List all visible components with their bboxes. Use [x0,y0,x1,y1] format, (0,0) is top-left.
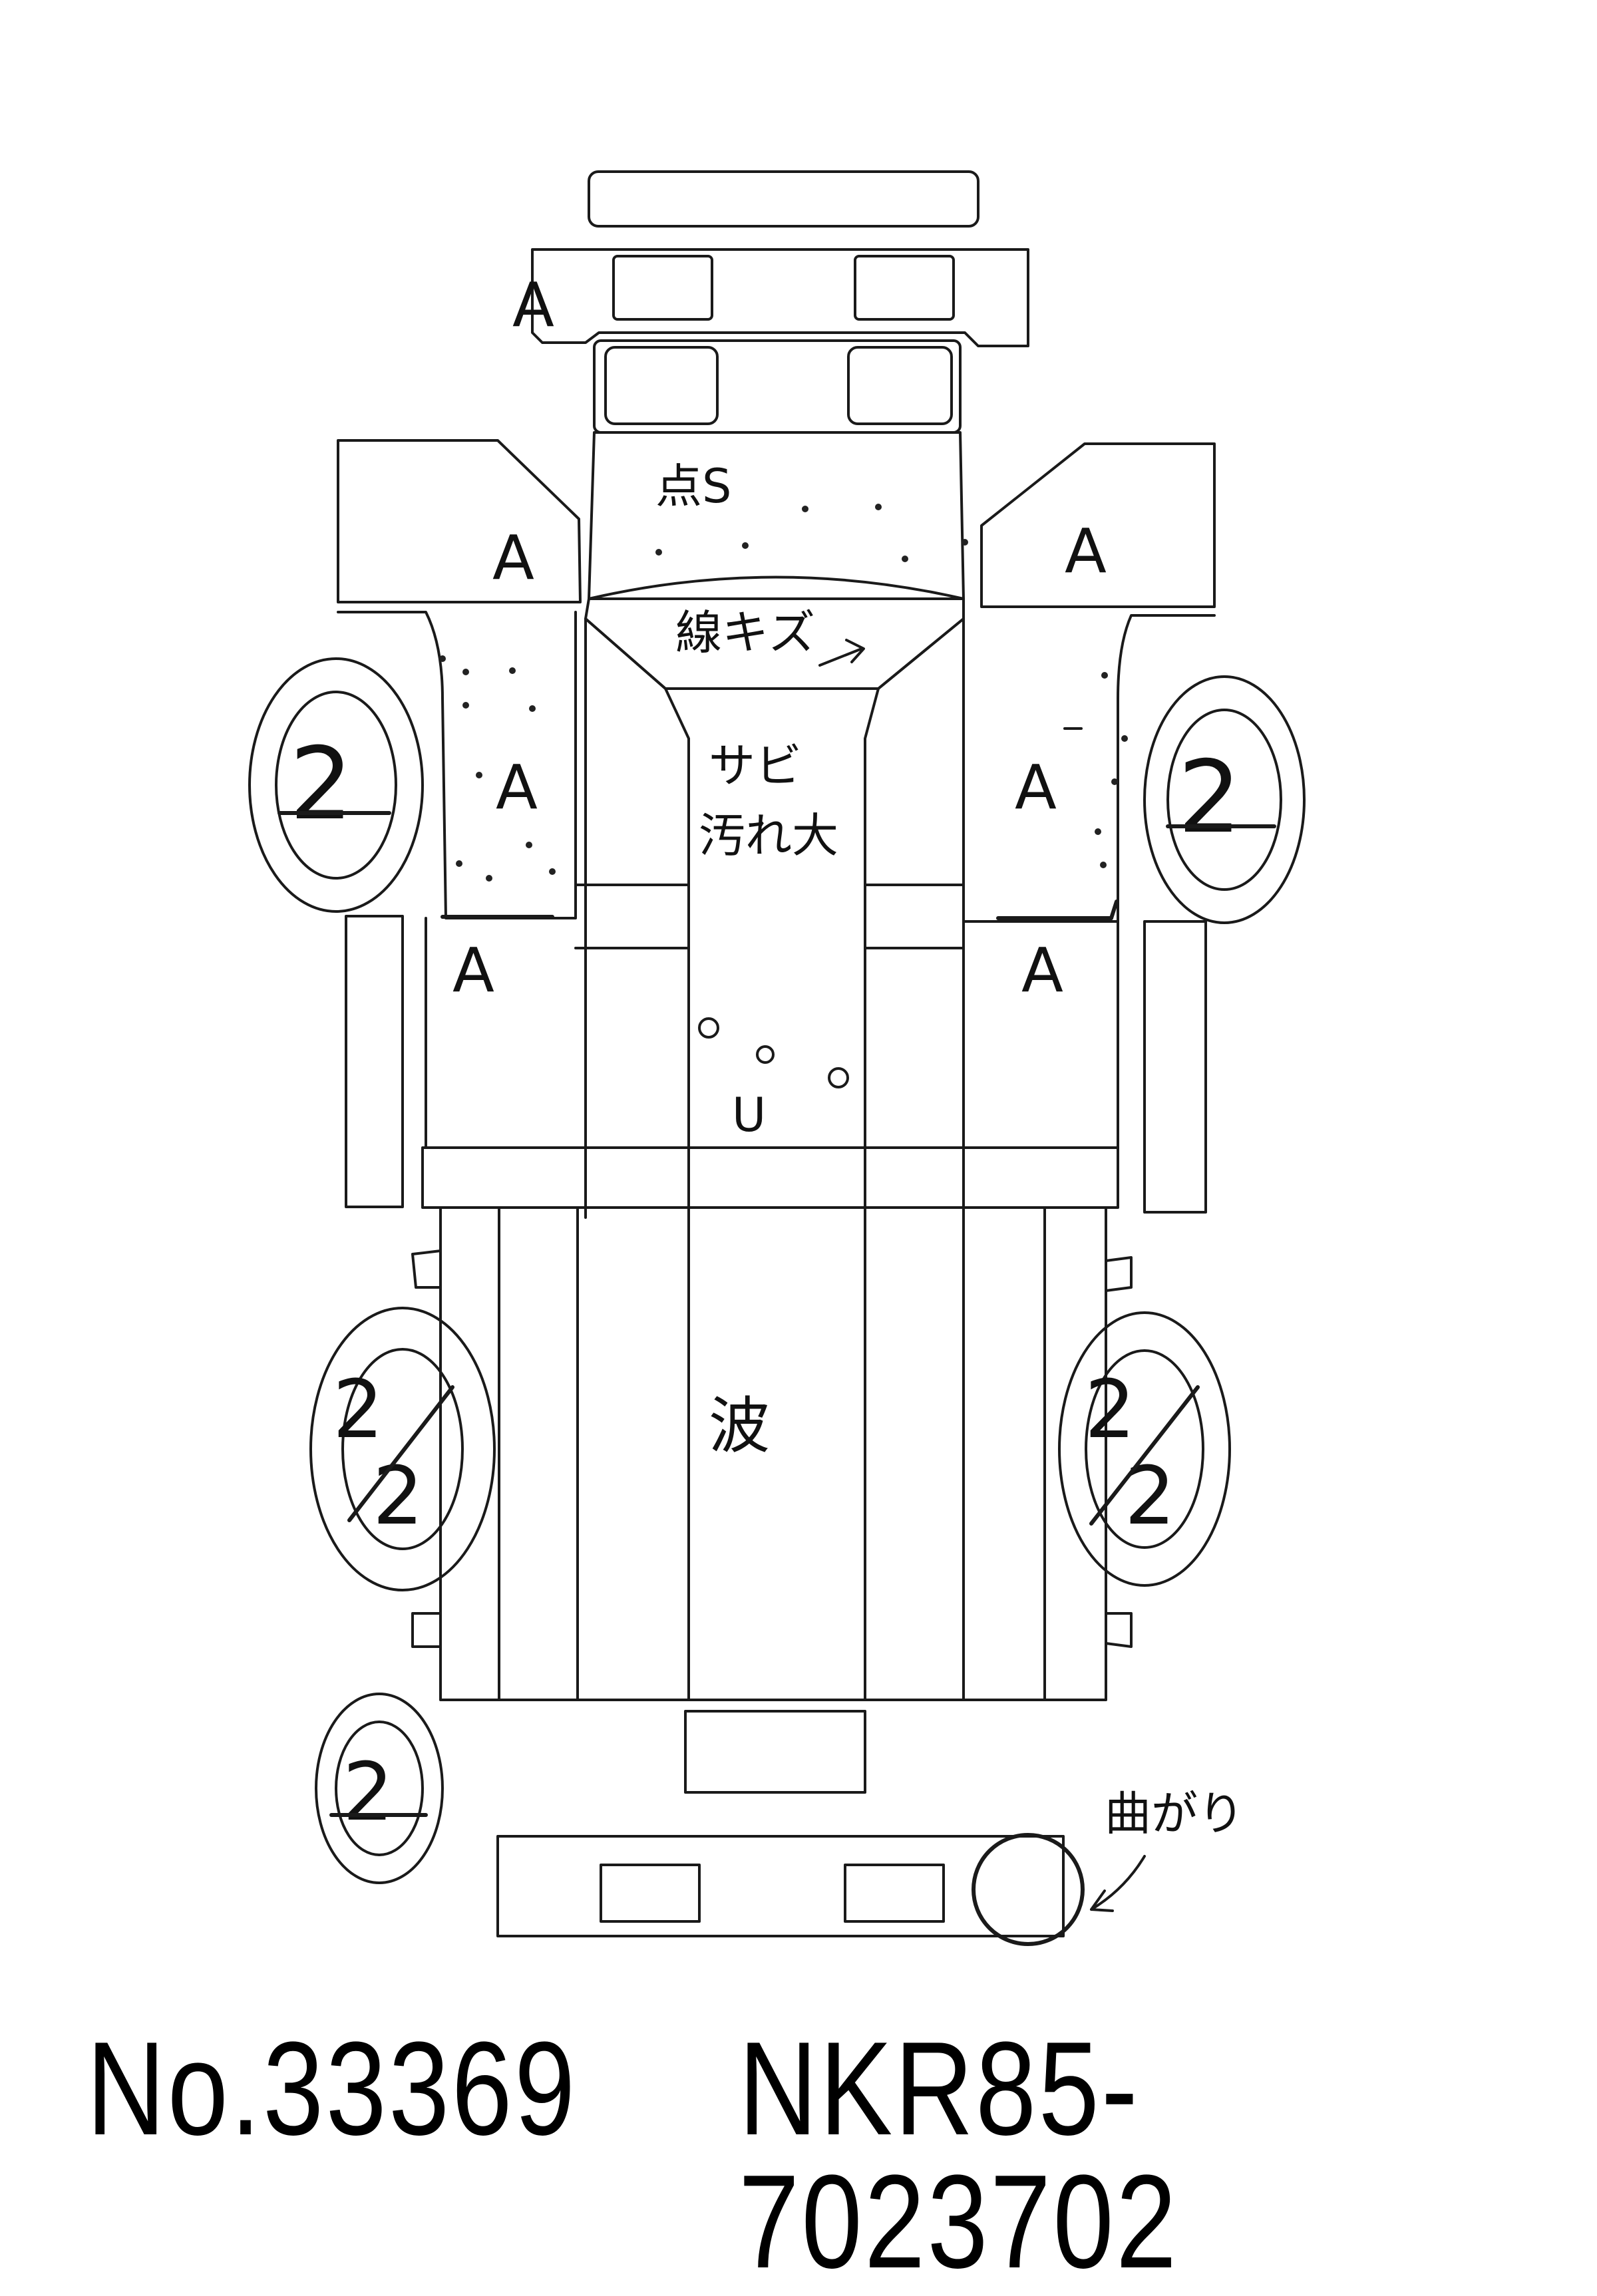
right-front-fender-grade: A [1065,516,1107,587]
frame-note: U [732,1088,766,1142]
cab-back-note-line1: サビ [709,738,802,793]
rear-plate [684,1710,866,1794]
right-side-skirt [1143,920,1207,1214]
left-door-grade: A [496,752,538,823]
windshield-note: 線キズ [675,605,815,660]
rear-bumper-left-lamp [600,1864,701,1923]
cross-member [421,1146,1119,1209]
front-bumper-right-lamp [854,255,955,321]
svg-text:2: 2 [373,1450,423,1543]
rear-bumper [496,1835,1065,1937]
cargo-bed [439,1206,1107,1701]
cab-roof [588,431,965,600]
right-door [962,614,1216,923]
svg-text:2: 2 [1085,1364,1135,1456]
front-bumper-left-lamp [612,255,713,321]
rear-bumper-note: 曲がり [1105,1786,1244,1841]
cab-back-note-line2: 汚れ大 [699,808,838,863]
right-front-fender [980,442,1216,608]
front-bumper-top-bar [588,170,979,228]
left-headlight [604,346,719,425]
footer: No.33369 NKR85-7023702 [87,2015,1524,2289]
front-bumper-grade: A [512,269,554,341]
right-door-grade: A [1015,752,1057,823]
svg-text:2: 2 [343,1746,393,1839]
svg-text:2: 2 [1178,740,1241,856]
svg-text:2: 2 [289,727,353,842]
left-front-fender [337,439,582,603]
bed-note: 波 [709,1391,770,1462]
roof-note: 点S [655,459,731,514]
rear-bumper-right-lamp [844,1864,945,1923]
windshield [584,575,965,690]
cab-body [584,617,965,1219]
right-step-grade: A [1021,935,1063,1006]
left-side-skirt [345,915,404,1208]
rear-left-tire: 2 2 [309,1307,496,1591]
model-code: NKR85-7023702 [739,2015,1179,2296]
left-step-grade: A [452,935,494,1006]
left-front-fender-grade: A [492,522,534,593]
svg-text:2: 2 [333,1364,383,1456]
rear-bumper-damage-circle [972,1833,1085,1946]
grille-frame [593,339,962,434]
front-right-tire: 2 [1143,675,1306,924]
front-bumper [531,248,1029,347]
rear-right-tire: 2 2 [1058,1311,1231,1587]
right-headlight [847,346,953,425]
svg-text:2: 2 [1125,1450,1175,1543]
spare-tire: 2 [315,1693,444,1884]
front-left-tire: 2 [248,657,424,913]
left-door [337,611,577,919]
serial-number: No.33369 [87,2015,578,2163]
